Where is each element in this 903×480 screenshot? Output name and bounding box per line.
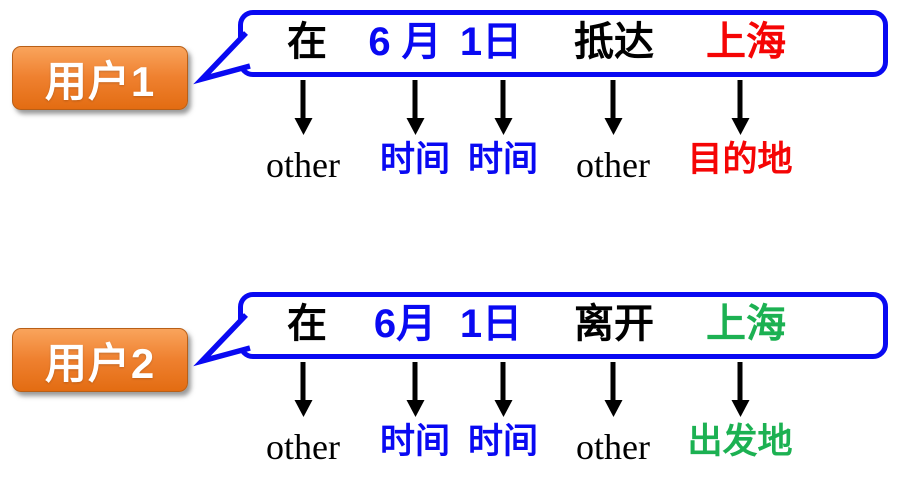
arrow-down-icon (406, 80, 424, 135)
user1-tag-label: 用户1 (44, 57, 156, 105)
slot-label: 时间 (379, 140, 451, 179)
user1-speech-bubble (238, 10, 888, 77)
utterance-token: 6月 (373, 302, 437, 346)
arrow-down-icon (731, 80, 749, 135)
utterance-token: 在 (287, 302, 327, 346)
arrow-down-icon (604, 80, 622, 135)
slot-label: 目的地 (687, 140, 793, 179)
utterance-token: 在 (287, 20, 327, 64)
slot-label: 时间 (379, 422, 451, 461)
user1-section: 用户1 在 6 月 1日 抵达 上海 other 时间 时间 other 目的地 (0, 0, 903, 215)
user2-speech-bubble (238, 292, 888, 359)
user1-bubble-tail-icon (193, 31, 251, 85)
user2-tag: 用户2 (12, 328, 188, 392)
slot-label: other (576, 145, 650, 185)
user2-bubble-tail-icon (193, 313, 251, 367)
arrow-down-icon (494, 80, 512, 135)
utterance-token: 上海 (706, 20, 786, 64)
slot-label: 时间 (467, 422, 539, 461)
utterance-token: 抵达 (574, 20, 654, 64)
utterance-token: 1日 (459, 20, 523, 64)
arrow-down-icon (406, 362, 424, 417)
arrow-down-icon (731, 362, 749, 417)
slot-label: other (266, 427, 340, 467)
slot-label: 时间 (467, 140, 539, 179)
utterance-token: 离开 (574, 302, 654, 346)
utterance-token: 上海 (706, 302, 786, 346)
arrow-down-icon (604, 362, 622, 417)
user2-section: 用户2 在 6月 1日 离开 上海 other 时间 时间 other 出发地 (0, 282, 903, 480)
user2-tag-label: 用户2 (44, 339, 156, 387)
arrow-down-icon (294, 80, 312, 135)
user1-tag: 用户1 (12, 46, 188, 110)
utterance-token: 6 月 (368, 20, 442, 64)
arrow-down-icon (294, 362, 312, 417)
slot-label: 出发地 (687, 422, 793, 461)
arrow-down-icon (494, 362, 512, 417)
slot-label: other (266, 145, 340, 185)
slot-label: other (576, 427, 650, 467)
utterance-token: 1日 (459, 302, 523, 346)
